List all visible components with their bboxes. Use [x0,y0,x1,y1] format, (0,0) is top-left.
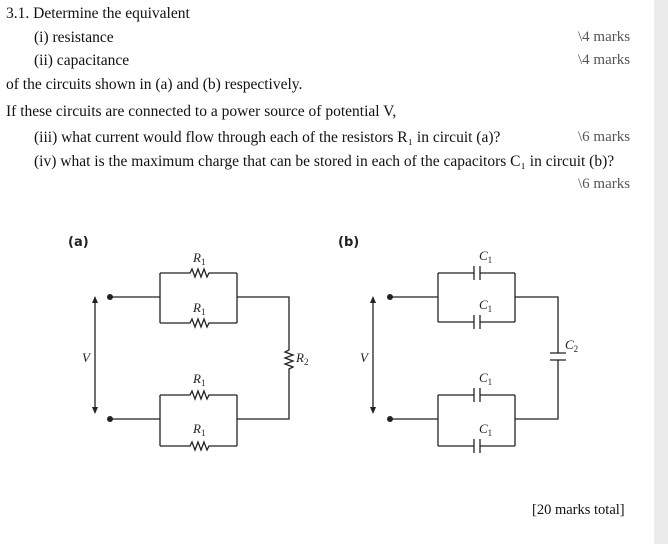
capacitor-b1-label: C1 [479,248,492,265]
item-iv-text: (iv) what is the maximum charge that can… [34,153,615,170]
total-marks: [20 marks total] [532,502,625,518]
item-iv-marks: \6 marks [578,176,631,192]
resistor-a3-label: R1 [192,371,205,388]
circuits-line: of the circuits shown in (a) and (b) res… [6,76,303,93]
capacitor-b2-label: C1 [479,297,492,314]
item-ii-marks: \4 marks [578,52,631,68]
circuit-b-source-label: V [360,350,370,365]
resistor-a4-label: R1 [192,421,205,438]
resistor-a1-label: R1 [192,250,205,267]
circuit-a: (a) V R1 R1 R1 R1 R2 [68,235,308,452]
resistor-a-series-label: R2 [295,350,308,367]
item-i-marks: \4 marks [578,29,631,45]
circuit-a-label: (a) [68,235,89,250]
capacitor-b3-label: C1 [479,370,492,387]
resistor-a2-label: R1 [192,300,205,317]
circuit-b-label: (b) [338,235,359,250]
item-iii-marks: \6 marks [578,129,631,145]
scrollbar-track[interactable] [654,0,668,544]
item-i-text: (i) resistance [34,29,114,46]
capacitor-b4-label: C1 [479,421,492,438]
item-iii-text: (iii) what current would flow through ea… [34,129,501,146]
circuit-b: (b) V C1 C1 C1 C1 C2 [338,235,578,453]
circuit-a-source-label: V [82,350,92,365]
capacitor-b-series-label: C2 [565,337,578,354]
power-line: If these circuits are connected to a pow… [6,103,397,120]
question-heading: 3.1. Determine the equivalent [6,5,190,22]
circuit-diagrams: (a) V R1 R1 R1 R1 R2 (b) [68,235,578,453]
item-ii-text: (ii) capacitance [34,52,130,69]
